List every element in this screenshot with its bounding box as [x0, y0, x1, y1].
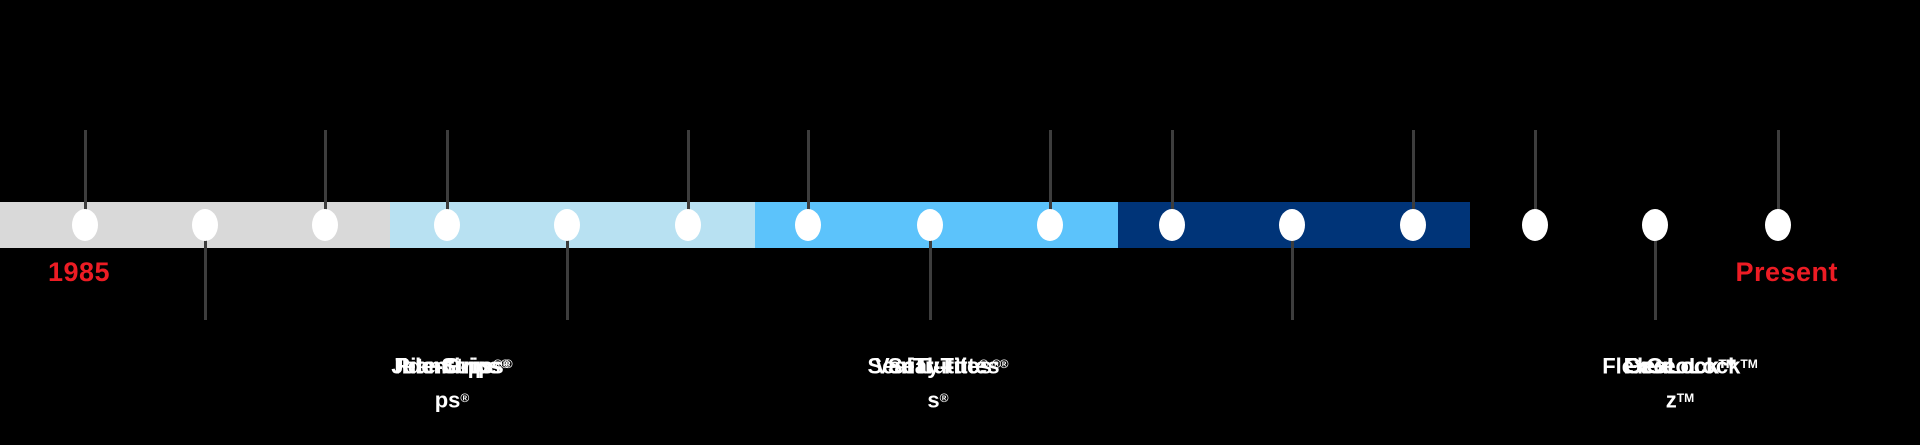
label-group-3-line-2-mark: TM [1676, 391, 1695, 405]
marker-2-stem [204, 225, 207, 320]
label-group-1-line-2-text: ps [434, 387, 461, 413]
marker-7-dot[interactable] [795, 209, 821, 241]
label-group-3-line-1-variant-1: FlexLockTM [1623, 353, 1737, 379]
label-group-3-trademark-mark: TM [1740, 357, 1758, 371]
marker-3-stem [324, 130, 327, 225]
label-group-2-line-1-variant-3: SealTru-tites® [867, 353, 1009, 379]
marker-13-stem [1534, 130, 1537, 225]
timeline-start-label: 1985 [48, 257, 111, 287]
marker-11-stem [1291, 225, 1294, 320]
label-group-2-line-2: s® [868, 381, 1009, 415]
label-group-3-trademark-mark: TM [1718, 357, 1737, 371]
marker-6-stem [687, 130, 690, 225]
label-group-3: FlexGeoLockTMFlexLockTMGeoLockTMFlexGeoL… [1602, 347, 1758, 415]
label-group-3-line-2-text: z [1665, 387, 1677, 413]
marker-1-dot[interactable] [72, 209, 98, 241]
marker-4-stem [446, 130, 449, 225]
marker-9-stem [1049, 130, 1052, 225]
label-group-1-line-1-variant-1: JeanStrips® [391, 353, 513, 379]
label-group-3-line-1-variant-2: GeoLockTM [1624, 353, 1736, 379]
timeline-end-label: Present [1735, 257, 1838, 287]
label-group-1-trademark-mark: ® [493, 357, 503, 371]
label-group-3-trademark-mark: TM [1718, 357, 1736, 371]
label-group-1-line-1: JeanStrips®JeanStrips®Identi-ps®Rite-Gri… [391, 347, 512, 381]
marker-10-stem [1171, 130, 1174, 225]
marker-7-stem [807, 130, 810, 225]
label-group-1-trademark-mark: ® [503, 357, 513, 371]
label-group-3-line-1-variant-3: FlexGeoLockTM [1602, 353, 1758, 379]
label-group-2-line-2-mark: ® [939, 391, 949, 405]
label-group-1-line-1-variant-3: Rite-Grips® [394, 353, 510, 379]
marker-5-stem [566, 225, 569, 320]
label-group-2-trademark-mark: ® [992, 357, 1001, 371]
marker-13-dot[interactable] [1522, 209, 1548, 241]
marker-8-dot[interactable] [917, 209, 943, 241]
marker-1-stem [84, 130, 87, 225]
marker-11-dot[interactable] [1279, 209, 1305, 241]
timeline-bar [0, 202, 1470, 248]
label-group-1: JeanStrips®JeanStrips®Identi-ps®Rite-Gri… [391, 347, 512, 415]
marker-2-dot[interactable] [192, 209, 218, 241]
label-group-2-line-1-variant-2: VeriTy-tites® [875, 353, 1001, 379]
marker-14-dot[interactable] [1642, 209, 1668, 241]
label-group-2-line-1-variant-1: Seal-Tite® [887, 353, 989, 379]
marker-8-stem [929, 225, 932, 320]
label-group-2-trademark-mark: ® [979, 357, 989, 371]
label-group-1-line-1-variant-2: Identi-ps® [401, 353, 503, 379]
marker-14-stem [1654, 225, 1657, 320]
label-group-2-trademark-mark: ® [999, 357, 1009, 371]
marker-9-dot[interactable] [1037, 209, 1063, 241]
label-group-3-line-2: zTM [1602, 381, 1758, 415]
marker-4-dot[interactable] [434, 209, 460, 241]
marker-3-dot[interactable] [312, 209, 338, 241]
label-group-2: SealTru-tites®Seal-Tite®VeriTy-tites®Sea… [868, 347, 1009, 415]
marker-6-dot[interactable] [675, 209, 701, 241]
label-group-3-line-1: FlexGeoLockTMFlexLockTMGeoLockTMFlexGeoL… [1602, 347, 1758, 381]
marker-12-dot[interactable] [1400, 209, 1426, 241]
label-group-2-line-1: SealTru-tites®Seal-Tite®VeriTy-tites®Sea… [868, 347, 1009, 381]
label-group-2-line-2-text: s [927, 387, 940, 413]
marker-15-stem [1777, 130, 1780, 225]
label-group-1-line-2-mark: ® [460, 391, 470, 405]
marker-15-dot[interactable] [1765, 209, 1791, 241]
marker-12-stem [1412, 130, 1415, 225]
label-group-1-trademark-mark: ® [500, 357, 510, 371]
label-group-1-line-2: ps® [391, 381, 512, 415]
marker-10-dot[interactable] [1159, 209, 1185, 241]
marker-5-dot[interactable] [554, 209, 580, 241]
